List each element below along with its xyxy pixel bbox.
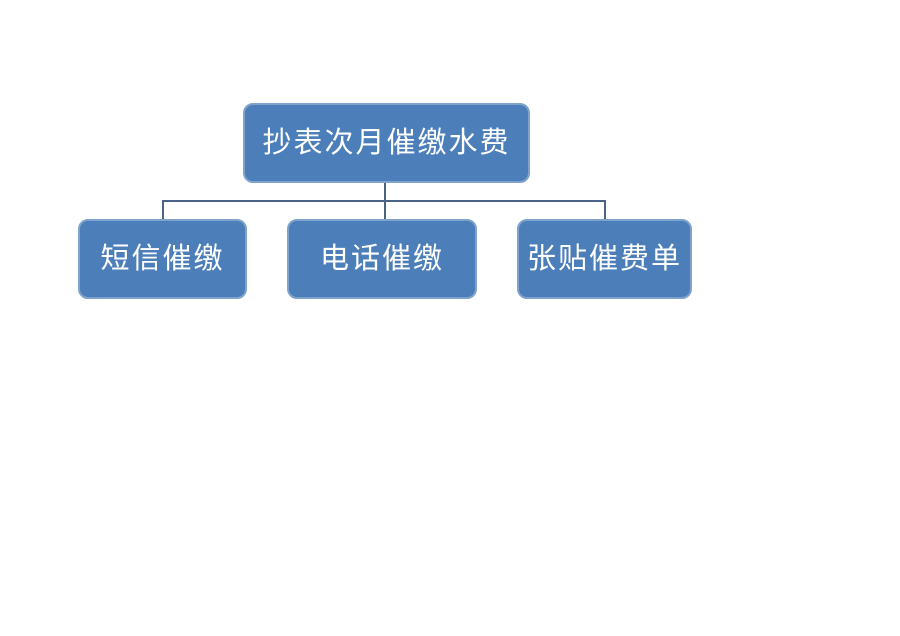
connector-root-drop (384, 183, 386, 201)
child-node-sms-label: 短信催缴 (100, 242, 225, 275)
child-node-notice-label: 张贴催费单 (526, 242, 682, 275)
connector-drop-sms (162, 200, 164, 219)
child-node-phone-label: 电话催缴 (319, 242, 444, 275)
child-node-notice: 张贴催费单 (517, 219, 692, 299)
child-node-phone: 电话催缴 (287, 219, 477, 299)
root-node: 抄表次月催缴水费 (243, 103, 530, 183)
connector-drop-phone (384, 200, 386, 219)
root-node-label: 抄表次月催缴水费 (262, 126, 511, 159)
connector-drop-notice (604, 200, 606, 219)
child-node-sms: 短信催缴 (78, 219, 247, 299)
